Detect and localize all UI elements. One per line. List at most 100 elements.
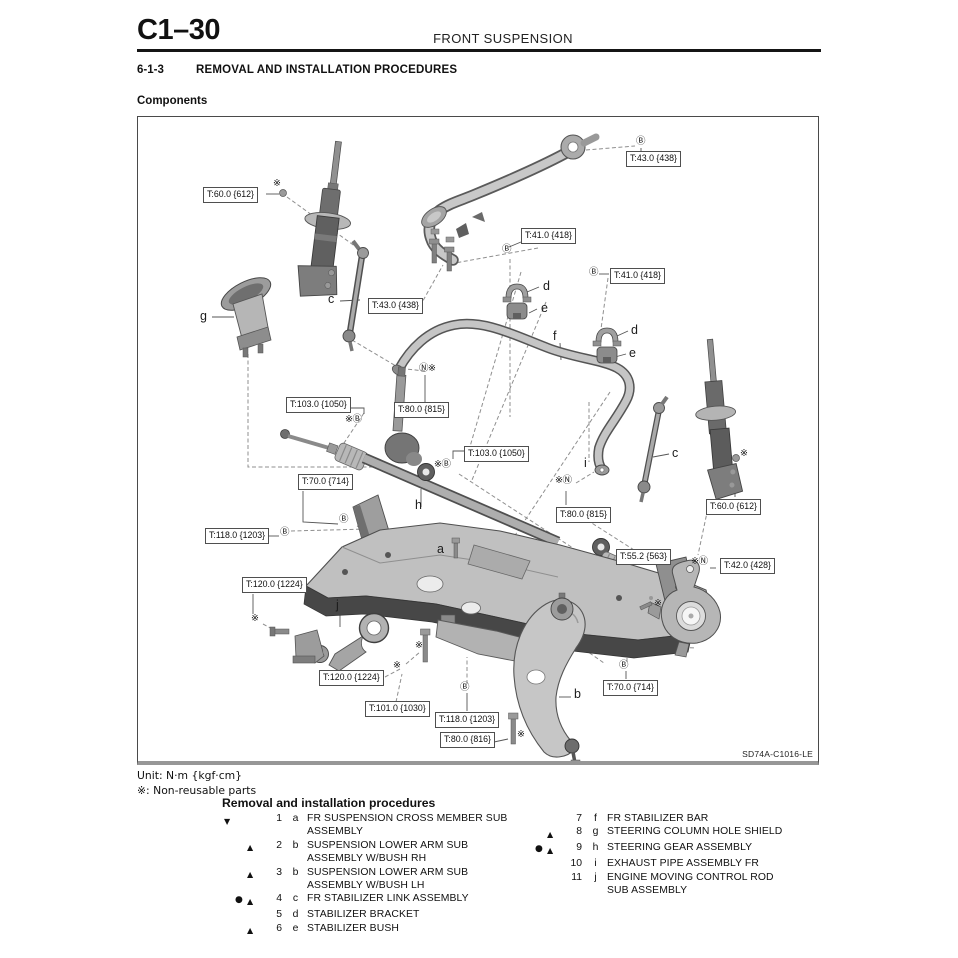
page-code: C1–30 bbox=[137, 14, 220, 46]
procedure-item: ● ▲ 9 h STEERING GEAR ASSEMBLY bbox=[524, 841, 824, 857]
bolt-symbol: Ⓑ bbox=[280, 527, 290, 538]
item-name: STABILIZER BRACKET bbox=[307, 909, 420, 921]
torque-label: T:101.0 {1030} bbox=[365, 701, 430, 717]
lower-arm-rh bbox=[513, 592, 586, 761]
torque-label: T:70.0 {714} bbox=[603, 680, 658, 696]
torque-label: T:103.0 {1050} bbox=[286, 397, 351, 413]
torque-label: T:41.0 {418} bbox=[610, 268, 665, 284]
procedure-item: ▲ 3 b SUSPENSION LOWER ARM SUB ASSEMBLY … bbox=[224, 866, 522, 893]
procedure-item: 11 j ENGINE MOVING CONTROL ROD SUB ASSEM… bbox=[524, 871, 824, 898]
torque-label: T:118.0 {1203} bbox=[205, 528, 270, 544]
part-letter-e: e bbox=[629, 346, 636, 360]
sequence-marker bbox=[224, 866, 235, 893]
nonreusable-symbol: ※ bbox=[517, 729, 525, 740]
item-number: 4 bbox=[276, 893, 282, 905]
item-number: 3 bbox=[276, 866, 282, 878]
stabilizer-bracket-and-bush bbox=[502, 283, 622, 364]
engine-moving-control-rod bbox=[269, 612, 390, 672]
bolt-symbol: Ⓑ bbox=[502, 244, 512, 255]
procedure-item: 7 f FR STABILIZER BAR bbox=[524, 812, 824, 825]
sequence-marker bbox=[224, 892, 235, 908]
triangle-marker bbox=[247, 908, 264, 921]
item-number: 1 bbox=[276, 813, 282, 824]
item-name: STEERING COLUMN HOLE SHIELD bbox=[607, 826, 783, 838]
item-name: FR STABILIZER BAR bbox=[607, 813, 709, 824]
torque-label: T:118.0 {1203} bbox=[435, 712, 500, 728]
part-letter-d: d bbox=[631, 323, 638, 337]
circle-marker: ● bbox=[535, 843, 543, 854]
torque-label: T:41.0 {418} bbox=[521, 228, 576, 244]
circle-marker bbox=[235, 812, 247, 839]
strut-assembly-lh bbox=[297, 140, 352, 297]
item-number: 6 bbox=[276, 922, 282, 934]
circle-marker bbox=[235, 922, 247, 938]
part-letter-f: f bbox=[553, 329, 557, 343]
nonreusable-symbol: ※ bbox=[654, 598, 662, 609]
sequence-marker bbox=[524, 812, 535, 825]
procedure-item: ▼ 1 a FR SUSPENSION CROSS MEMBER SUB ASS… bbox=[224, 812, 522, 839]
item-letter: b bbox=[292, 866, 299, 878]
procedures-column-right: 7 f FR STABILIZER BAR ▲ 8 g STEERING COL… bbox=[524, 812, 824, 897]
triangle-marker: ▲ bbox=[547, 845, 554, 855]
torque-label: T:80.0 {815} bbox=[556, 507, 611, 523]
sequence-marker bbox=[524, 857, 535, 870]
nonreusable-bolt-symbol: ※Ⓑ bbox=[345, 414, 362, 425]
torque-label: T:43.0 {438} bbox=[368, 298, 423, 314]
fastener-bolts bbox=[279, 189, 740, 745]
circle-marker: ● bbox=[235, 894, 243, 905]
part-letter-c: c bbox=[672, 446, 679, 460]
procedures-column-left: ▼ 1 a FR SUSPENSION CROSS MEMBER SUB ASS… bbox=[224, 812, 522, 938]
item-name: STABILIZER BUSH bbox=[307, 922, 399, 934]
bolt-symbol: Ⓑ bbox=[619, 660, 629, 671]
strut-assembly-rh bbox=[695, 338, 744, 501]
item-letter: h bbox=[592, 842, 599, 854]
item-number: 8 bbox=[576, 826, 582, 838]
part-letter-e: e bbox=[541, 301, 548, 315]
triangle-marker: ▲ bbox=[247, 896, 254, 906]
item-letter: i bbox=[594, 858, 597, 870]
stabilizer-link-lh bbox=[342, 239, 369, 352]
section-number: 6-1-3 bbox=[137, 64, 164, 76]
components-diagram-art bbox=[212, 133, 744, 761]
procedure-item: 10 i EXHAUST PIPE ASSEMBLY FR bbox=[524, 857, 824, 870]
nonreusable-bolt-symbol: ※Ⓑ bbox=[434, 459, 451, 470]
triangle-marker: ▲ bbox=[247, 926, 254, 936]
item-name: SUSPENSION LOWER ARM SUB ASSEMBLY W/BUSH… bbox=[307, 839, 469, 865]
torque-label: T:70.0 {714} bbox=[298, 474, 353, 490]
part-letter-c: c bbox=[328, 292, 335, 306]
item-name: ENGINE MOVING CONTROL ROD SUB ASSEMBLY bbox=[607, 871, 774, 897]
sequence-marker bbox=[524, 841, 535, 857]
triangle-marker bbox=[547, 871, 564, 898]
torque-label: T:42.0 {428} bbox=[720, 558, 775, 574]
part-letter-i: i bbox=[584, 456, 587, 470]
circle-marker bbox=[535, 825, 547, 841]
bolt-symbol: Ⓑ bbox=[339, 514, 349, 525]
sequence-marker bbox=[224, 908, 235, 921]
components-diagram: T:60.0 {612} T:43.0 {438} T:41.0 {418} T… bbox=[137, 116, 819, 765]
item-name: FR STABILIZER LINK ASSEMBLY bbox=[307, 893, 469, 905]
torque-label: T:60.0 {612} bbox=[706, 499, 761, 515]
header-rule bbox=[137, 49, 821, 52]
unit-note: Unit: N·m {kgf·cm} bbox=[137, 769, 243, 782]
bolt-symbol: Ⓑ bbox=[589, 267, 599, 278]
torque-label: T:60.0 {612} bbox=[203, 187, 258, 203]
figure-code: SD74A-C1016-LE bbox=[742, 749, 813, 759]
sequence-marker: ▼ bbox=[224, 816, 231, 826]
sequence-marker bbox=[224, 839, 235, 866]
procedure-item: ▲ 6 e STABILIZER BUSH bbox=[224, 922, 522, 938]
nonreusable-nut-symbol: ※Ⓝ bbox=[691, 556, 708, 567]
components-heading: Components bbox=[137, 95, 208, 107]
triangle-marker: ▲ bbox=[547, 829, 554, 839]
item-letter: b bbox=[292, 839, 299, 851]
circle-marker bbox=[535, 857, 547, 870]
item-number: 7 bbox=[576, 813, 582, 824]
part-letter-a: a bbox=[437, 542, 444, 556]
item-letter: g bbox=[592, 826, 599, 838]
nonreusable-symbol: ※ bbox=[393, 660, 401, 671]
circle-marker bbox=[235, 908, 247, 921]
triangle-marker bbox=[547, 812, 564, 825]
procedure-item: ● ▲ 4 c FR STABILIZER LINK ASSEMBLY bbox=[224, 892, 522, 908]
circle-marker bbox=[235, 866, 247, 893]
exhaust-pipe bbox=[421, 133, 600, 272]
